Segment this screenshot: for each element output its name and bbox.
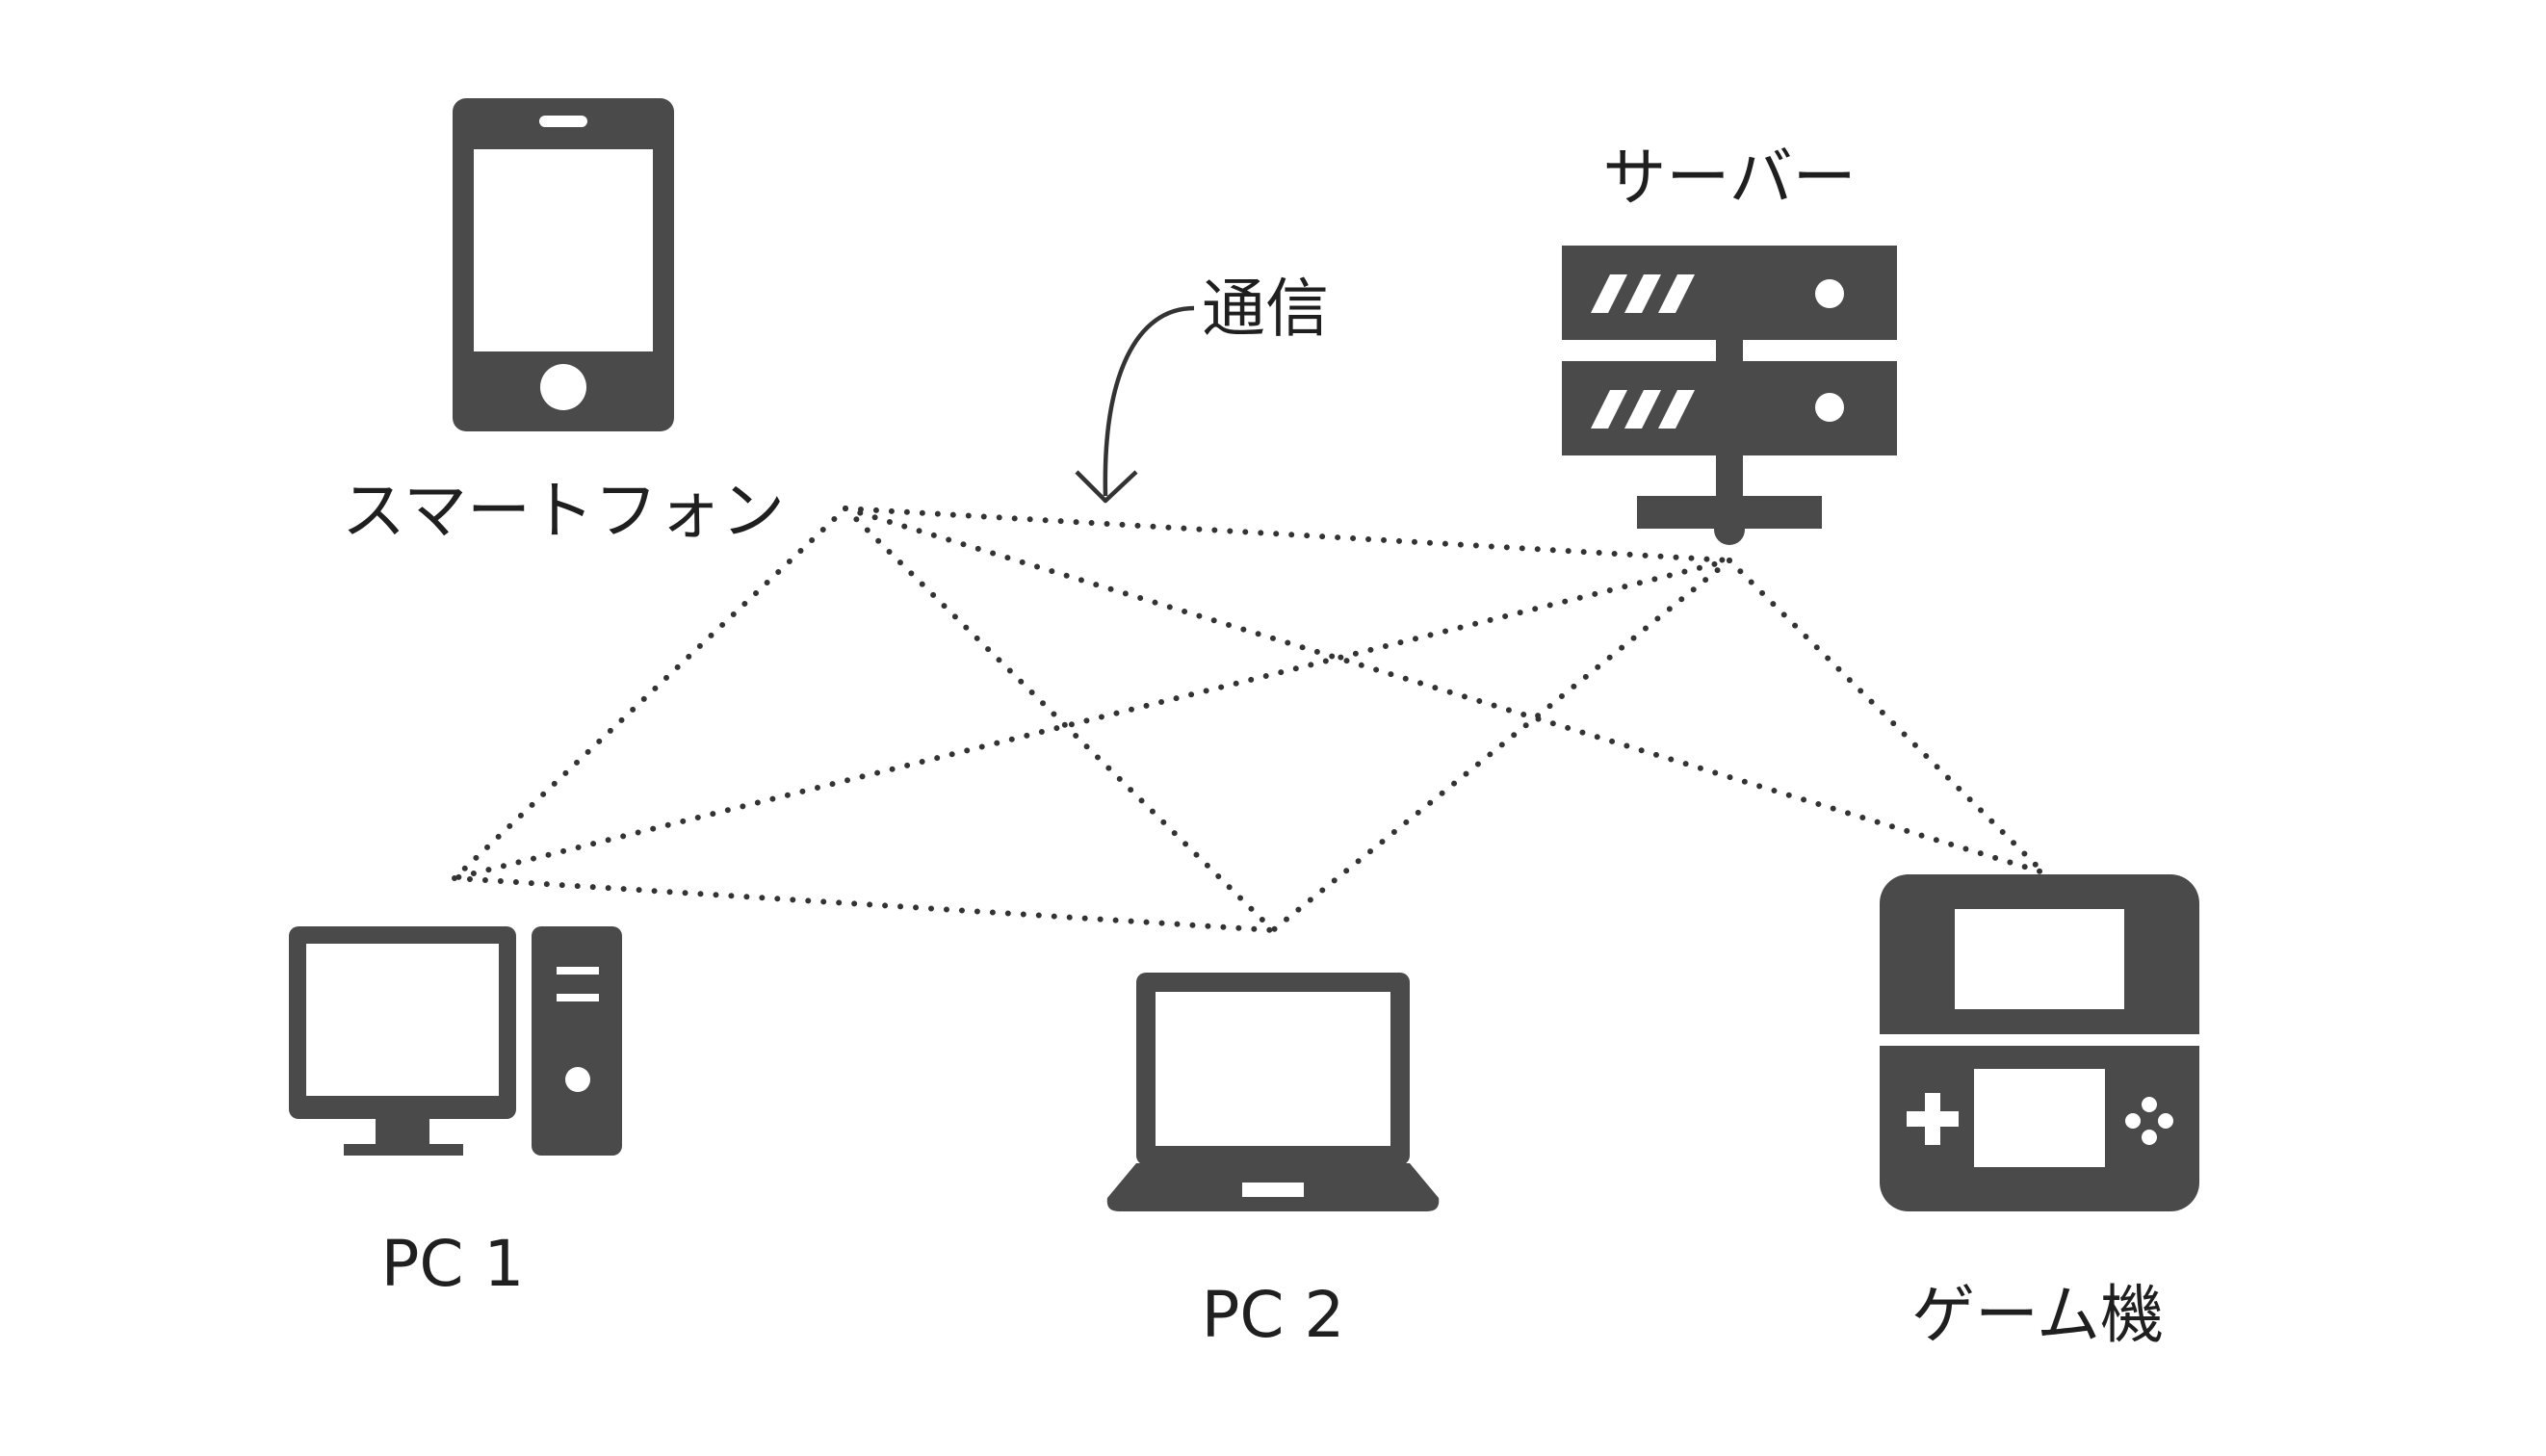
pc1-node: PC 1 <box>289 926 622 1301</box>
link-server-pc1 <box>452 558 1732 881</box>
communication-annotation: 通信 <box>1075 272 1329 504</box>
pc2-node: PC 2 <box>1106 973 1440 1352</box>
link-smartphone-server <box>843 506 1732 563</box>
link-smartphone-pc2 <box>843 506 1276 933</box>
annotation-label: 通信 <box>1202 272 1329 346</box>
game-console-icon <box>1880 874 2199 1211</box>
connection-links <box>452 506 2046 933</box>
smartphone-icon <box>453 98 674 431</box>
server-node: サーバー <box>1562 141 1897 545</box>
smartphone-label: スマートフォン <box>342 474 785 548</box>
link-pc1-pc2 <box>452 875 1276 933</box>
desktop-pc-icon <box>289 926 622 1156</box>
arrowhead-icon <box>1075 470 1138 504</box>
server-icon <box>1562 246 1897 545</box>
pc2-label: PC 2 <box>1202 1278 1345 1352</box>
laptop-icon <box>1106 973 1440 1211</box>
pc1-label: PC 1 <box>381 1227 525 1301</box>
link-smartphone-game <box>843 506 2046 875</box>
smartphone-node: スマートフォン <box>342 98 785 548</box>
link-smartphone-pc1 <box>452 506 848 881</box>
server-label: サーバー <box>1602 141 1856 215</box>
game-node: ゲーム機 <box>1880 874 2199 1352</box>
link-server-pc2 <box>1270 558 1732 933</box>
annotation-arrow <box>1103 305 1195 497</box>
link-server-game <box>1727 558 2046 875</box>
game-label: ゲーム機 <box>1911 1278 2164 1352</box>
